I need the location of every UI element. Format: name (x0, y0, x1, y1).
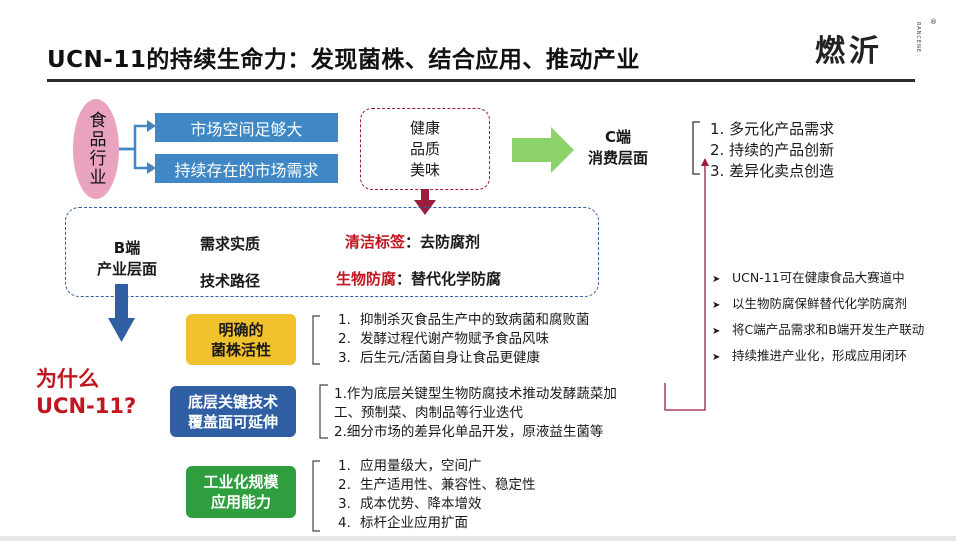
registered-mark: ® (930, 18, 937, 26)
c-end-subtitle: 消费层面 (588, 149, 649, 167)
ucn11-line: UCN-11? (36, 394, 137, 418)
why-line: 为什么 (36, 367, 99, 391)
pill2-line2: 覆盖面可延伸 (187, 412, 278, 431)
brand-logo-subtext: RANCENE (915, 22, 921, 53)
c-list-item: 1. 多元化产品需求 (710, 120, 835, 138)
list-item: 3.成本优势、降本增效 (338, 496, 482, 512)
list-item: 1.应用量级大，空间广 (338, 458, 482, 474)
crimson-arrow-stem (421, 189, 429, 203)
b-end-subtitle: 产业层面 (96, 260, 157, 278)
pill1-line1: 明确的 (218, 320, 264, 339)
list-item: 2.发酵过程代谢产物赋予食品风味 (338, 331, 549, 347)
consumer-needs-box: 健康 品质 美味 (360, 108, 490, 190)
c-end-list: 1. 多元化产品需求 2. 持续的产品创新 3. 差异化卖点创造 (710, 119, 834, 182)
why-ucn11-heading: 为什么 UCN-11? (36, 366, 136, 420)
arrowhead-market-demand (147, 162, 156, 174)
market-space-box: 市场空间足够大 (155, 113, 338, 142)
c-list-bracket (692, 121, 700, 175)
list-item: 1.作为底层关键型生物防腐技术推动发酵蔬菜加 (334, 386, 617, 402)
bio-preservation-statement: 生物防腐：替代化学防腐 (336, 268, 501, 289)
food-industry-label: 食品行业 (85, 111, 106, 187)
list-item: 2.细分市场的差异化单品开发，原液益生菌等 (334, 424, 604, 440)
market-demand-label: 持续存在的市场需求 (174, 160, 319, 180)
b-end-label: B端 产业层面 (82, 238, 172, 280)
need-quality: 品质 (409, 139, 440, 158)
demand-essence-label: 需求实质 (200, 235, 261, 253)
c-end-label: C端 消费层面 (588, 127, 648, 169)
c-end-title: C端 (605, 128, 632, 146)
list3-bracket (312, 460, 320, 532)
pill2-line1: 底层关键技术 (187, 392, 278, 411)
arrow-bullet-icon: ➤ (712, 274, 721, 285)
summary-item: ➤UCN-11可在健康食品大赛道中 (712, 266, 924, 292)
arrow-bullet-icon: ➤ (712, 352, 721, 363)
slide-bottom-bar (0, 536, 956, 541)
c-list-item: 2. 持续的产品创新 (710, 141, 835, 159)
bio-preservation-desc: ：替代化学防腐 (396, 270, 502, 288)
list-item: 1.抑制杀灭食品生产中的致病菌和腐败菌 (338, 312, 590, 328)
tech-path-label: 技术路径 (200, 272, 261, 290)
feedback-loop-line (664, 165, 706, 411)
pill3-line2: 应用能力 (210, 493, 271, 511)
food-industry-oval: 食品行业 (73, 99, 119, 199)
market-demand-box: 持续存在的市场需求 (155, 154, 338, 183)
pill1-line2: 菌株活性 (210, 340, 271, 359)
list-item: 工、预制菜、肉制品等行业迭代 (334, 405, 523, 421)
core-tech-list: 1.作为底层关键型生物防腐技术推动发酵蔬菜加 工、预制菜、肉制品等行业迭代 2.… (334, 385, 617, 442)
green-arrow (512, 127, 574, 173)
strain-activity-list: 1.抑制杀灭食品生产中的致病菌和腐败菌 2.发酵过程代谢产物赋予食品风味 3.后… (338, 311, 590, 368)
title-underline (47, 79, 915, 82)
clean-label-keyword: 清洁标签 (345, 233, 406, 251)
food-to-market-connector (119, 124, 148, 170)
summary-list: ➤UCN-11可在健康食品大赛道中 ➤以生物防腐保鲜替代化学防腐剂 ➤将C端产品… (712, 266, 924, 370)
list1-bracket (312, 315, 320, 365)
summary-item: ➤以生物防腐保鲜替代化学防腐剂 (712, 292, 924, 318)
clean-label-desc: ：去防腐剂 (405, 233, 481, 251)
list-item: 3.后生元/活菌自身让食品更健康 (338, 350, 541, 366)
need-health: 健康 (409, 118, 440, 137)
arrow-bullet-icon: ➤ (712, 300, 721, 311)
list-item: 2.生产适用性、兼容性、稳定性 (338, 477, 536, 493)
feedback-loop-arrowhead (701, 158, 709, 166)
summary-item: ➤持续推进产业化，形成应用闭环 (712, 344, 924, 370)
blue-arrow-stem (115, 284, 128, 320)
industrial-scale-list: 1.应用量级大，空间广 2.生产适用性、兼容性、稳定性 3.成本优势、降本增效 … (338, 457, 536, 533)
strain-activity-pill: 明确的 菌株活性 (186, 314, 296, 365)
industrial-scale-pill: 工业化规模 应用能力 (186, 466, 296, 518)
bio-preservation-keyword: 生物防腐 (336, 270, 397, 288)
arrow-bullet-icon: ➤ (712, 326, 721, 337)
need-taste: 美味 (409, 160, 440, 179)
list-item: 4.标杆企业应用扩面 (338, 515, 468, 531)
arrowhead-market-space (147, 120, 156, 132)
clean-label-statement: 清洁标签：去防腐剂 (345, 231, 480, 252)
market-space-label: 市场空间足够大 (190, 119, 303, 139)
c-list-item: 3. 差异化卖点创造 (710, 162, 835, 180)
summary-item: ➤将C端产品需求和B端开发生产联动 (712, 318, 924, 344)
b-end-title: B端 (113, 239, 141, 257)
blue-arrow-head (108, 318, 135, 342)
page-title: UCN-11的持续生命力：发现菌株、结合应用、推动产业 (47, 47, 640, 73)
core-tech-pill: 底层关键技术 覆盖面可延伸 (170, 386, 296, 437)
b-end-box (65, 207, 599, 297)
pill3-line1: 工业化规模 (203, 473, 279, 491)
brand-logo: 燃沂 (815, 34, 883, 69)
list2-bracket (319, 384, 328, 439)
